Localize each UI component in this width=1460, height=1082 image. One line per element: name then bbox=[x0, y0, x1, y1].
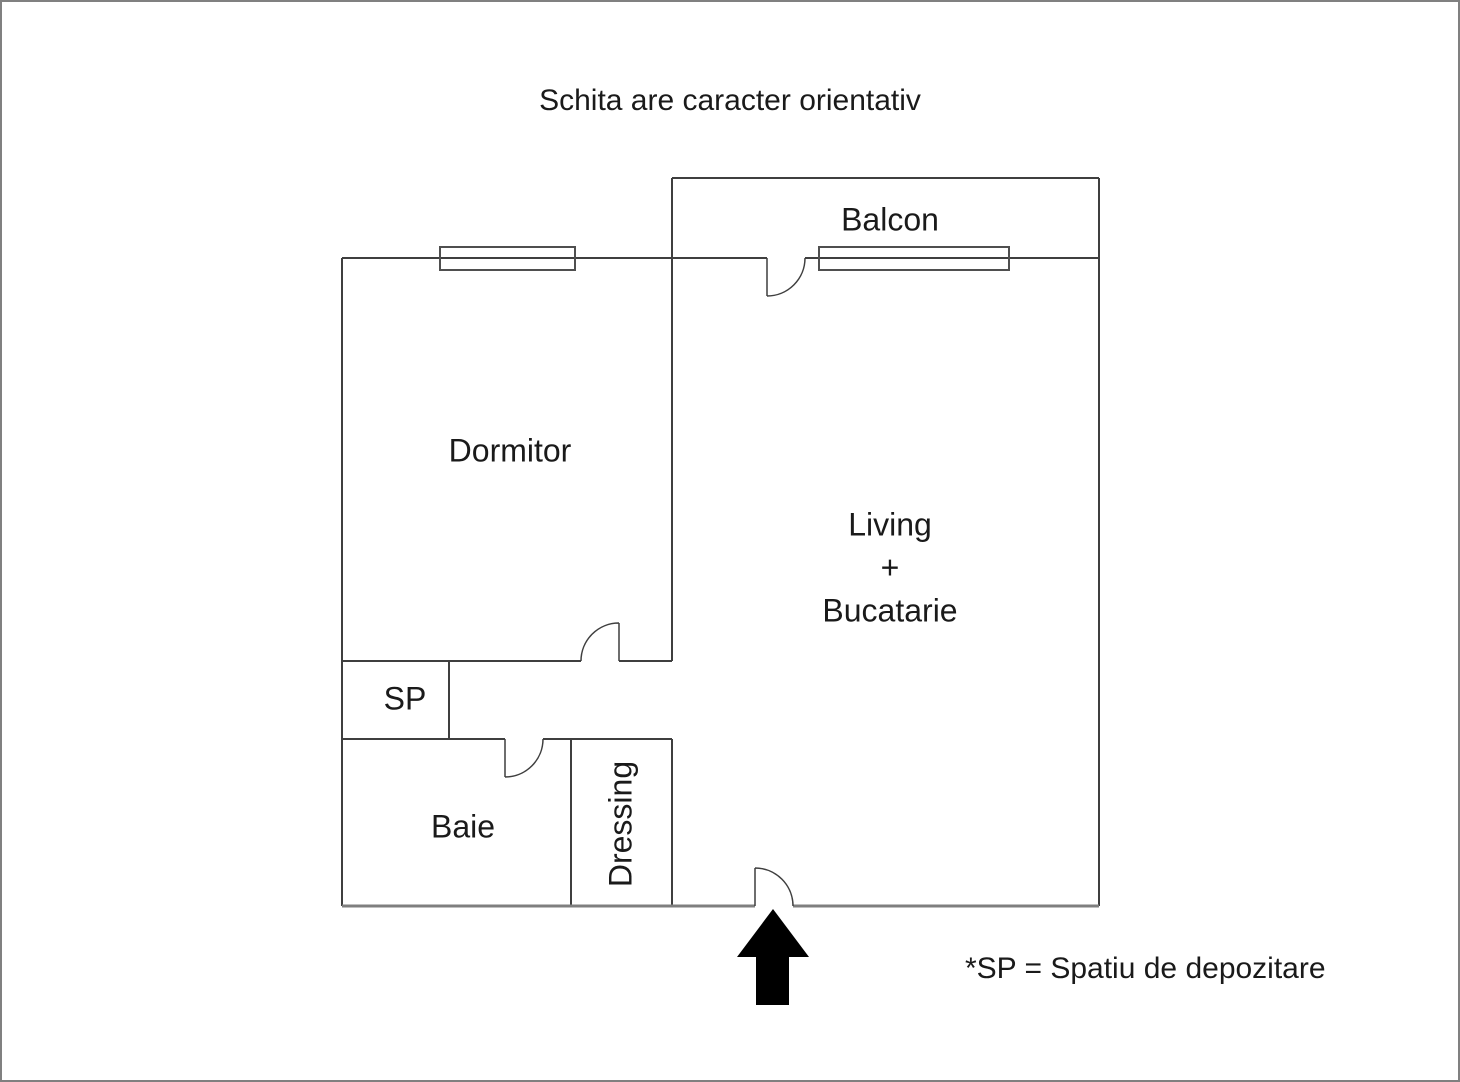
door-bedroom bbox=[580, 622, 620, 662]
door-bathroom bbox=[504, 738, 544, 778]
room-label-living-line1: Living bbox=[848, 506, 932, 543]
windows bbox=[439, 246, 1010, 271]
page-title: Schita are caracter orientativ bbox=[539, 84, 921, 117]
room-label-living-line2: Bucatarie bbox=[822, 592, 958, 629]
room-label-living: Living + Bucatarie bbox=[822, 504, 957, 633]
walls bbox=[341, 177, 1100, 906]
room-label-living-plus: + bbox=[880, 549, 900, 586]
room-label-dressing: Dressing bbox=[602, 760, 639, 888]
door-balcony bbox=[766, 257, 806, 297]
window-bedroom bbox=[439, 246, 576, 271]
room-label-storage: SP bbox=[383, 680, 427, 717]
room-label-bedroom: Dormitor bbox=[448, 432, 572, 469]
window-living bbox=[818, 246, 1010, 271]
door-entrance bbox=[754, 867, 794, 907]
footnote-sp-legend: *SP = Spatiu de depozitare bbox=[965, 952, 1326, 985]
doors bbox=[504, 257, 806, 907]
room-label-balcony: Balcon bbox=[841, 201, 939, 238]
entrance-arrow-icon bbox=[737, 909, 809, 1005]
room-label-bathroom: Baie bbox=[430, 808, 496, 845]
